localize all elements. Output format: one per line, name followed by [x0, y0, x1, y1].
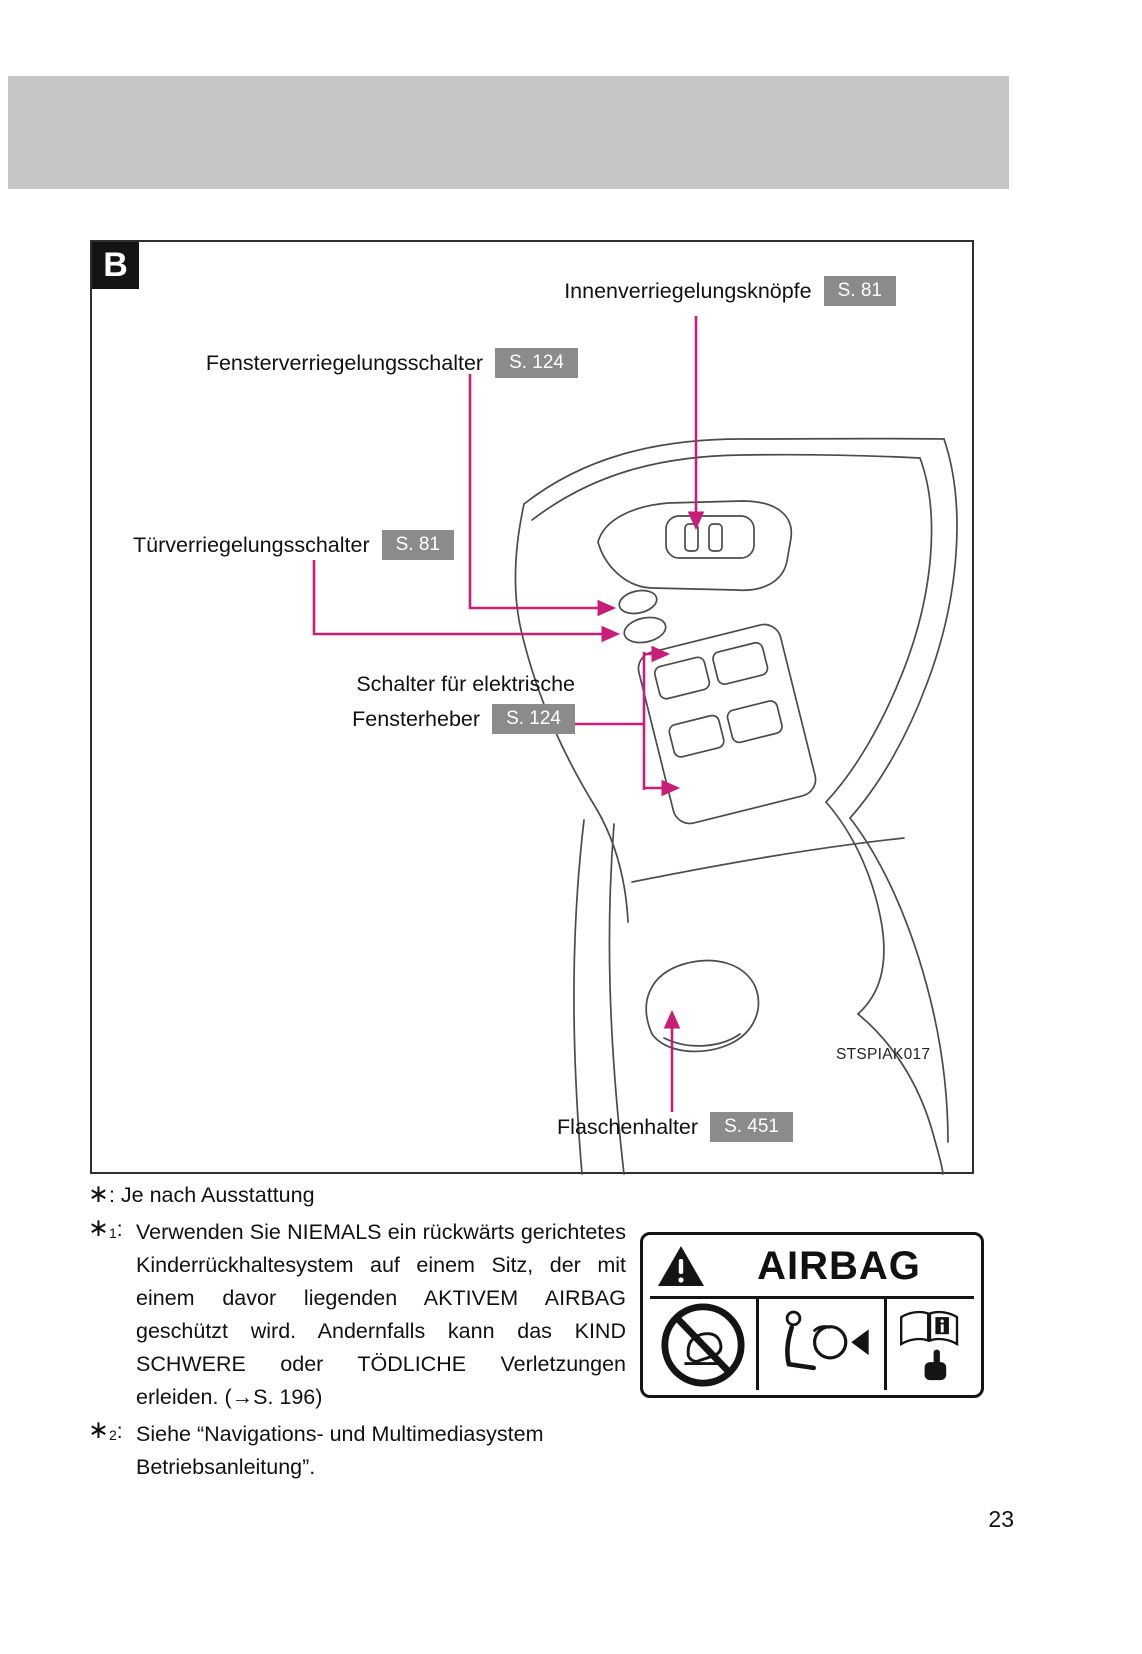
callout-window-lock-switch: Fensterverriegelungsschalter S. 124: [206, 348, 578, 378]
door-panel-illustration: [312, 316, 958, 1175]
callout-label: Flaschenhalter: [557, 1114, 699, 1139]
window-lock-switch: [618, 589, 658, 615]
callout-inner-lock-knobs: Innenverriegelungsknöpfe S. 81: [564, 276, 896, 306]
callout-door-lock-switch: Türverriegelungsschalter S. 81: [133, 530, 454, 560]
asterisk-symbol: ∗: [88, 1214, 109, 1242]
page-ref-badge: S. 124: [495, 348, 578, 378]
chapter-header-band: [8, 76, 1009, 189]
footnote-1-text: Verwenden Sie NIEMALS ein rückwärts geri…: [136, 1220, 626, 1409]
footnote-1-marker: ∗1:: [88, 1214, 123, 1242]
warning-triangle-icon: [658, 1246, 704, 1286]
page-ref-badge: S. 81: [381, 530, 454, 560]
arrow-to-window-lock-switch: [468, 374, 617, 617]
no-rear-facing-child-seat-icon: [650, 1299, 756, 1390]
door-line-art: [514, 437, 958, 1175]
footnote-2-text: Siehe “Navigations- und Multimediasystem…: [136, 1422, 544, 1479]
footnote-general-text: : Je nach Ausstattung: [108, 1183, 315, 1207]
inner-lock-knob: [684, 523, 699, 552]
asterisk-symbol: ∗: [88, 1180, 109, 1208]
footnote-2-marker: ∗2:: [88, 1416, 123, 1444]
door-lock-switch: [623, 616, 667, 644]
bottle-holder-shape: [645, 959, 760, 1053]
airbag-warning-label: AIRBAG: [640, 1232, 984, 1398]
door-lock-knob-bezel: [665, 515, 755, 559]
airbag-deployment-icon: [756, 1299, 884, 1390]
callout-power-window-switches: Schalter für elektrische Fensterheber S.…: [352, 672, 575, 734]
inner-lock-knob: [708, 523, 723, 552]
page-ref-badge: S. 451: [710, 1112, 793, 1142]
page-ref-badge: S. 124: [492, 704, 575, 734]
callout-label: Fensterverriegelungsschalter: [205, 350, 484, 375]
callout-label-line2: Fensterheber: [352, 706, 481, 731]
airbag-label-pictograms: [650, 1299, 974, 1390]
airbag-label-header: AIRBAG: [650, 1240, 974, 1299]
footnote-2: ∗2: Siehe “Navigations- und Multimediasy…: [88, 1418, 566, 1484]
footnote-1: ∗1: Verwenden Sie NIEMALS ein rückwärts …: [88, 1216, 626, 1414]
power-window-switch-cluster: [637, 623, 817, 825]
figure-panel: B: [90, 240, 974, 1175]
callout-bottle-holder: Flaschenhalter S. 451: [557, 1112, 793, 1142]
callout-label: Innenverriegelungsknöpfe: [564, 278, 812, 303]
asterisk-symbol: ∗: [88, 1416, 109, 1444]
arrow-to-door-lock-switch: [312, 560, 621, 643]
owners-manual-book-icon: [883, 1299, 974, 1390]
callout-label: Türverriegelungsschalter: [133, 532, 370, 557]
airbag-title: AIRBAG: [757, 1243, 921, 1288]
figure-image-code: STSPIAK017: [836, 1046, 931, 1063]
page-ref-badge: S. 81: [823, 276, 896, 306]
callout-label-line1: Schalter für elektrische: [356, 672, 575, 696]
footnote-general: ∗: Je nach Ausstattung: [88, 1182, 315, 1208]
panel-b-label: B: [92, 242, 139, 289]
page-number: 23: [988, 1506, 1014, 1532]
